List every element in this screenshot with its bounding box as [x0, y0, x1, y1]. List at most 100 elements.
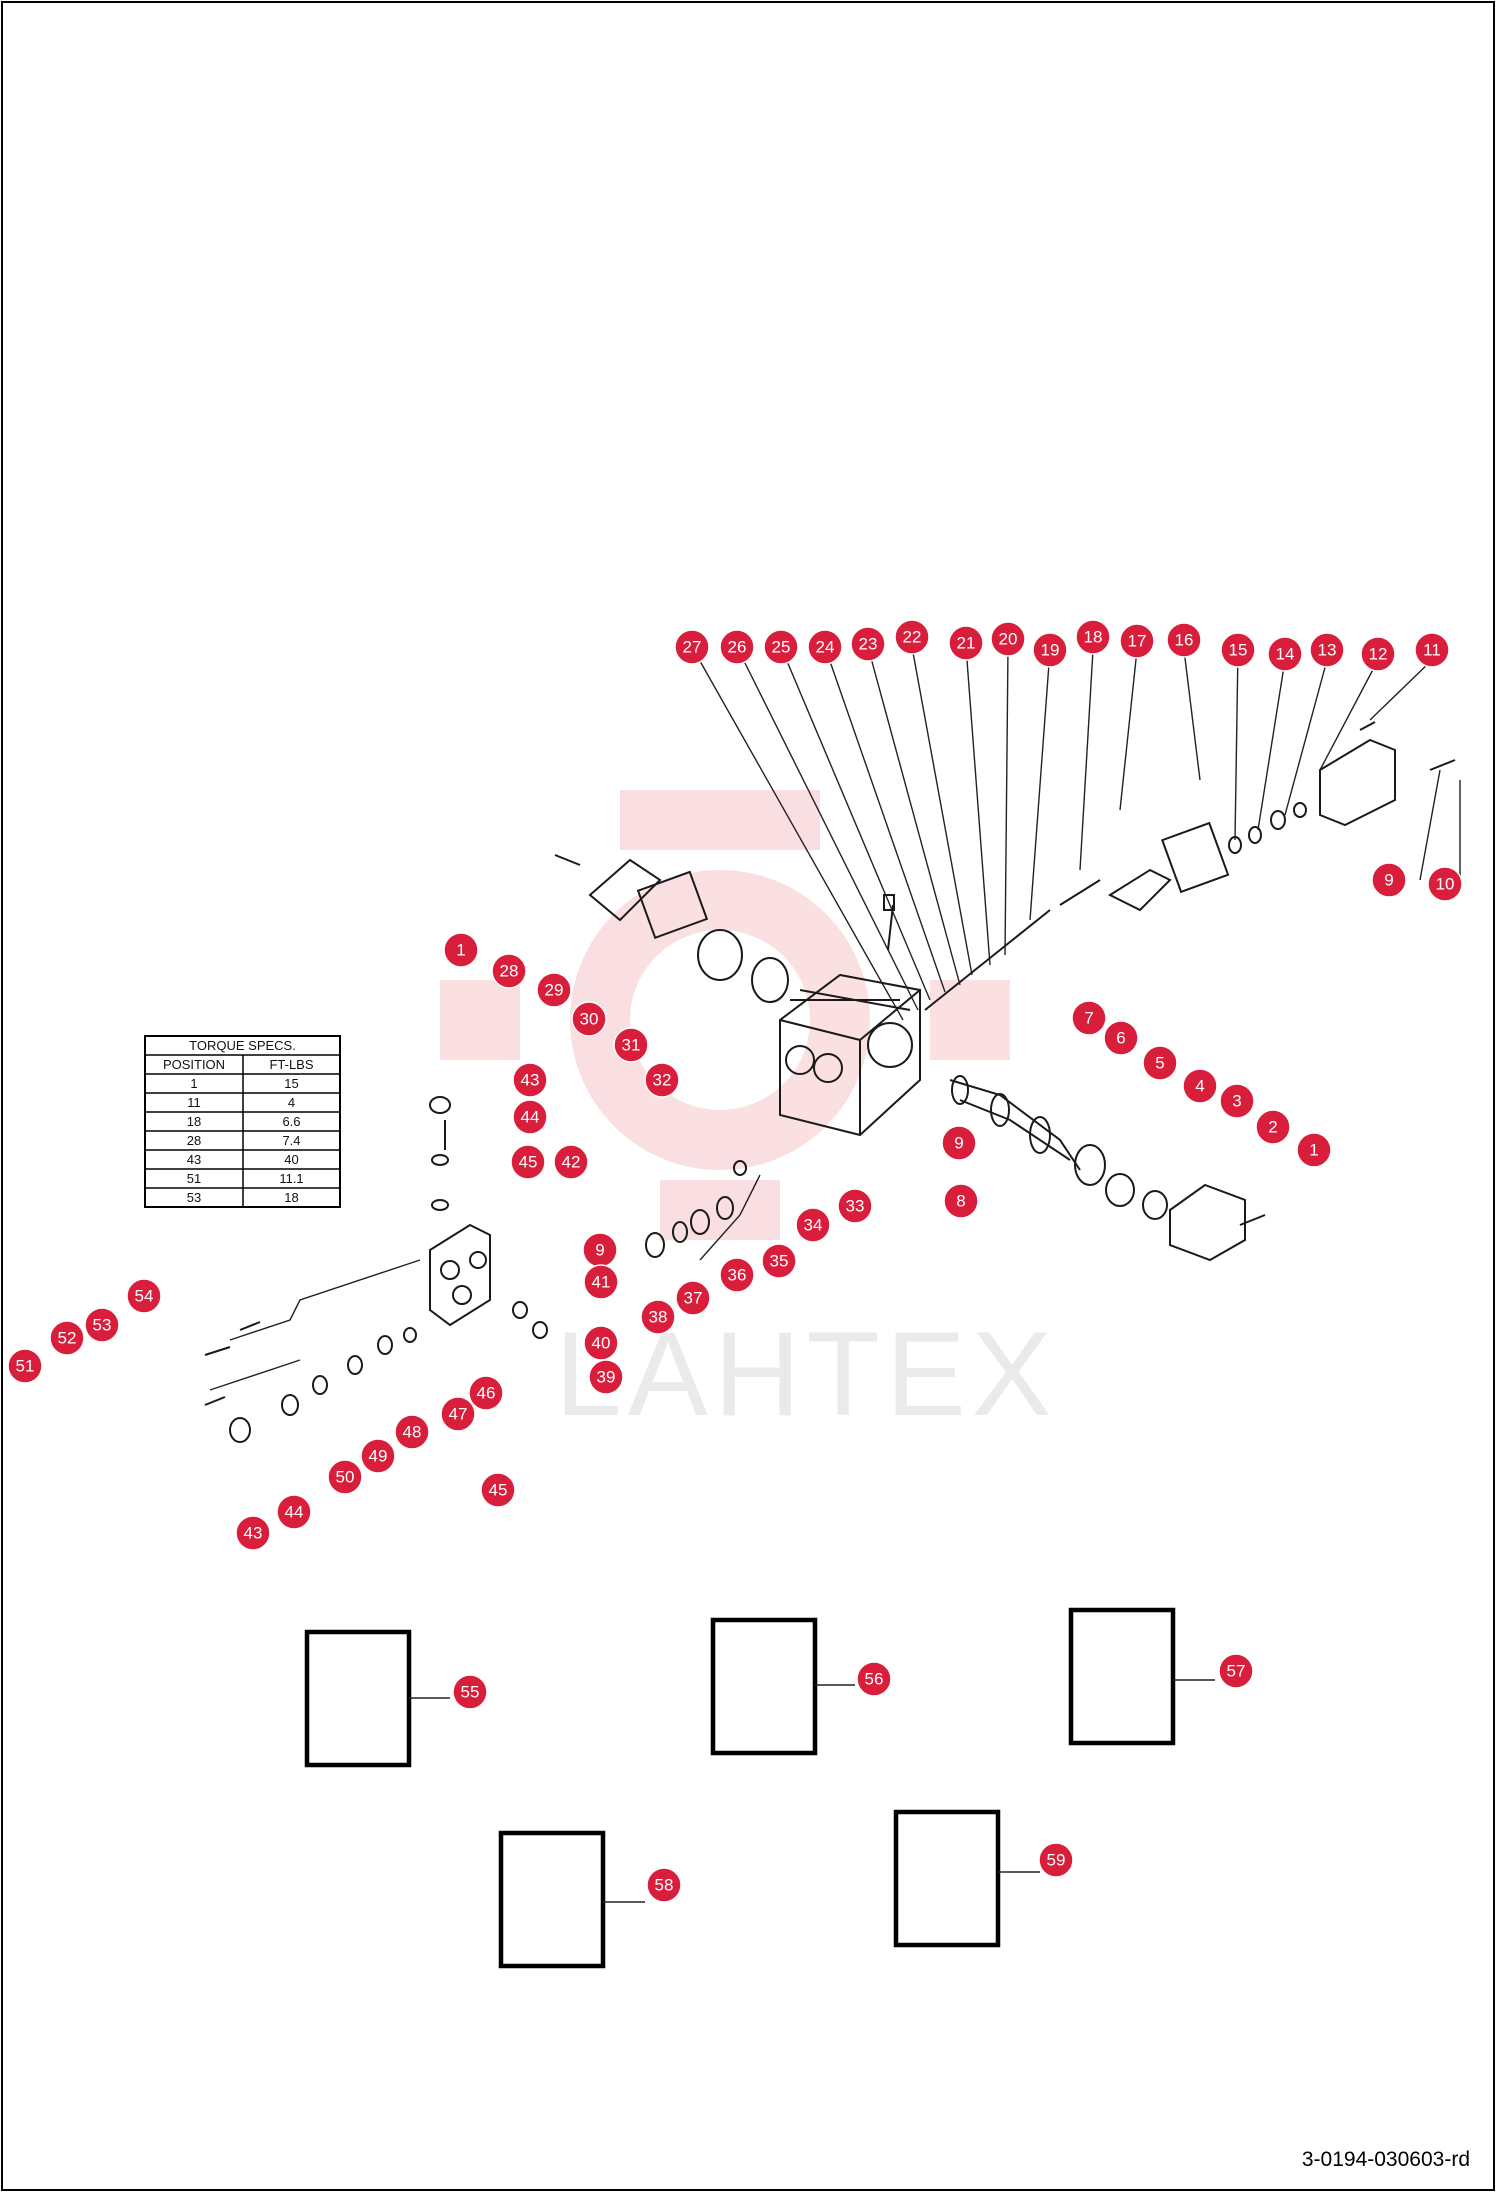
- callout-43: 43: [235, 1515, 271, 1551]
- callout-badge: [763, 629, 799, 665]
- callout-badge: [440, 1396, 476, 1432]
- callout-label: 15: [1229, 641, 1248, 660]
- callout-10: 10: [1427, 866, 1463, 902]
- callout-11: 11: [1414, 632, 1450, 668]
- callout-7: 7: [1071, 1000, 1107, 1036]
- callout-badge: [1119, 623, 1155, 659]
- callout-58: 58: [646, 1867, 682, 1903]
- callout-34: 34: [795, 1207, 831, 1243]
- callout-label: 49: [369, 1447, 388, 1466]
- callout-label: 11: [1423, 641, 1441, 660]
- callout-badge: [1142, 1045, 1178, 1081]
- callout-53: 53: [84, 1307, 120, 1343]
- callout-label: 14: [1276, 645, 1295, 664]
- callout-label: 58: [655, 1876, 674, 1895]
- callout-6: 6: [1103, 1020, 1139, 1056]
- callout-22: 22: [894, 619, 930, 655]
- callout-label: 9: [954, 1134, 963, 1153]
- callout-badge: [536, 972, 572, 1008]
- callout-label: 43: [244, 1524, 263, 1543]
- callout-label: 10: [1436, 875, 1455, 894]
- torque-table-header: FT-LBS: [269, 1057, 313, 1072]
- callout-badge: [510, 1144, 546, 1180]
- crankshaft: [949, 1075, 1081, 1171]
- callout-badge: [512, 1062, 548, 1098]
- callout-4: 4: [1182, 1068, 1218, 1104]
- callout-label: 25: [772, 638, 791, 657]
- watermark-logo: LAHTEX: [440, 790, 1052, 1441]
- callout-35: 35: [761, 1243, 797, 1279]
- callout-9: 9: [1371, 862, 1407, 898]
- callout-8: 8: [943, 1183, 979, 1219]
- bearing-2: [1074, 1144, 1106, 1186]
- callout-badge: [644, 1062, 680, 1098]
- callout-label: 7: [1084, 1009, 1093, 1028]
- callout-label: 22: [903, 628, 922, 647]
- callout-label: 59: [1047, 1851, 1066, 1870]
- torque-table-cell: 11: [187, 1095, 201, 1110]
- callout-badge: [49, 1320, 85, 1356]
- callout-badge: [491, 953, 527, 989]
- callout-5: 5: [1142, 1045, 1178, 1081]
- callout-label: 12: [1369, 645, 1388, 664]
- callout-45: 45: [480, 1472, 516, 1508]
- callout-label: 40: [592, 1334, 611, 1353]
- callout-31: 31: [613, 1027, 649, 1063]
- callout-label: 57: [1227, 1662, 1246, 1681]
- callout-badge: [7, 1348, 43, 1384]
- callout-badge: [943, 1183, 979, 1219]
- bearing: [751, 957, 789, 1003]
- callout-badge: [553, 1144, 589, 1180]
- callout-label: 56: [865, 1670, 884, 1689]
- callout-9: 9: [941, 1125, 977, 1161]
- callout-badge: [1255, 1109, 1291, 1145]
- callout-badge: [990, 621, 1026, 657]
- callout-46: 46: [468, 1375, 504, 1411]
- crankcase: [779, 973, 921, 1137]
- callout-label: 6: [1116, 1029, 1125, 1048]
- callout-23: 23: [850, 626, 886, 662]
- torque-table-cell: 4: [288, 1095, 295, 1110]
- torque-table-cell: 6.6: [282, 1114, 300, 1129]
- rear-cover: [1319, 738, 1396, 827]
- callout-label: 48: [403, 1423, 422, 1442]
- callout-label: 51: [16, 1357, 35, 1376]
- callout-badge: [807, 629, 843, 665]
- callout-1: 1: [1296, 1132, 1332, 1168]
- callout-20: 20: [990, 621, 1026, 657]
- callout-label: 55: [461, 1683, 480, 1702]
- callout-36: 36: [719, 1257, 755, 1293]
- callout-43: 43: [512, 1062, 548, 1098]
- callout-badge: [1414, 632, 1450, 668]
- callout-label: 53: [93, 1316, 112, 1335]
- callout-label: 43: [521, 1071, 540, 1090]
- callout-badge: [795, 1207, 831, 1243]
- callout-label: 9: [1384, 871, 1393, 890]
- callout-label: 34: [804, 1216, 823, 1235]
- torque-table-title: TORQUE SPECS.: [189, 1038, 296, 1053]
- callout-40: 40: [583, 1325, 619, 1361]
- callout-26: 26: [719, 629, 755, 665]
- callout-badge: [850, 626, 886, 662]
- callout-33: 33: [837, 1188, 873, 1224]
- callout-label: 1: [456, 941, 465, 960]
- torque-table-cell: 51: [187, 1171, 201, 1186]
- callout-badge: [468, 1375, 504, 1411]
- torque-table-cell: 28: [187, 1133, 201, 1148]
- callout-label: 45: [489, 1481, 508, 1500]
- callout-47: 47: [440, 1396, 476, 1432]
- callout-badge: [941, 1125, 977, 1161]
- callout-32: 32: [644, 1062, 680, 1098]
- callout-label: 9: [595, 1241, 604, 1260]
- callout-label: 50: [336, 1468, 355, 1487]
- callout-label: 1: [1309, 1141, 1318, 1160]
- leader-lines: [691, 646, 1461, 1021]
- callout-label: 32: [653, 1071, 672, 1090]
- callout-label: 54: [135, 1287, 154, 1306]
- callout-badge: [646, 1867, 682, 1903]
- callout-29: 29: [536, 972, 572, 1008]
- callout-label: 42: [562, 1153, 581, 1172]
- callout-badge: [571, 1001, 607, 1037]
- callout-badge: [894, 619, 930, 655]
